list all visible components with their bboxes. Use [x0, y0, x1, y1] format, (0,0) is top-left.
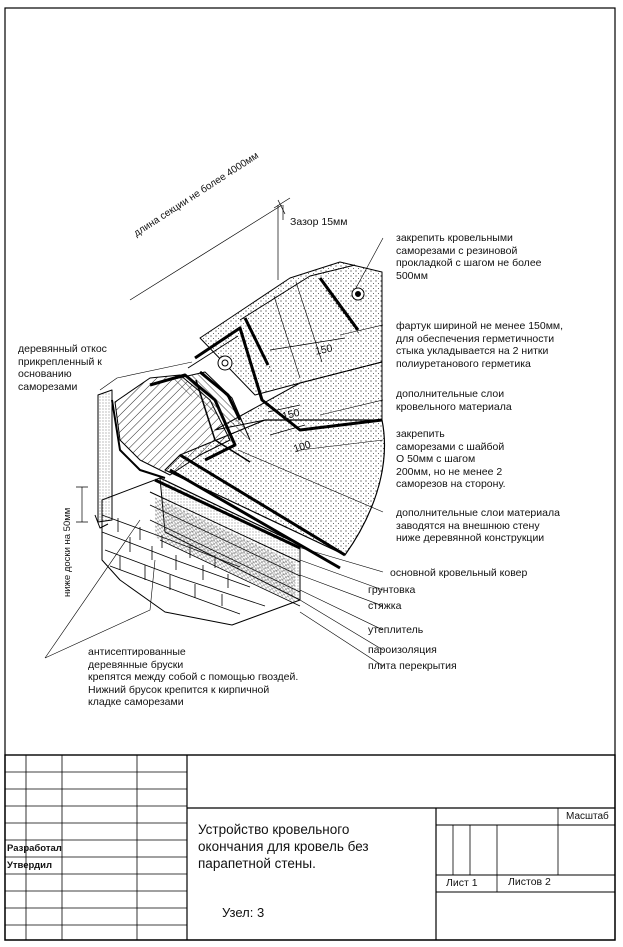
layer-label-vapor-barrier: пароизоляция [368, 644, 437, 656]
layer-label-insulation: утеплитель [368, 624, 424, 636]
wood-bars-note: антисептированные деревянные бруски креп… [88, 646, 298, 709]
wood-slope-board [94, 389, 113, 529]
note-line: О 50мм с шагом [396, 453, 476, 465]
title-line: Устройство кровельного [198, 822, 350, 837]
note-line: саморезами [18, 380, 78, 393]
extra-layers-note: дополнительные слои кровельного материал… [396, 388, 512, 413]
note-line: заводятся на внешнюю стену [396, 519, 540, 532]
scale-label: Масштаб [566, 811, 609, 822]
note-line: прикрепленный к [18, 355, 102, 368]
flashing-note: фартук шириной не менее 150мм, для обесп… [396, 320, 563, 370]
note-line: дополнительные слои [396, 388, 505, 400]
board-below-label: ниже доски на 50мм [62, 507, 73, 597]
note-line: саморезами с шайбой [396, 440, 505, 453]
sheet-count-label: Листов 2 [508, 876, 551, 888]
note-line: деревянные бруски [88, 658, 184, 671]
wooden-bars [111, 370, 251, 479]
note-line: саморезов на сторону. [396, 478, 506, 490]
fix-screws-note: закрепить кровельными саморезами с резин… [396, 232, 542, 282]
note-line: кровельного материала [396, 400, 512, 413]
note-line: прокладкой с шагом не более [396, 257, 542, 269]
note-line: 200мм, но не менее 2 [396, 465, 503, 478]
note-line: для обеспечения герметичности [396, 332, 555, 345]
dimension-lines [76, 197, 346, 523]
roof-layers [149, 477, 301, 607]
title-line: окончания для кровель без [198, 839, 369, 854]
roof-detail-drawing [44, 197, 386, 667]
note-line: деревянный откос [18, 343, 107, 355]
layer-label-slab: плита перекрытия [368, 660, 457, 672]
membrane-wrap [187, 326, 383, 463]
note-line: закрепить кровельными [396, 232, 513, 244]
note-line: ниже деревянной конструкции [396, 532, 545, 544]
note-line: крепятся между собой с помощью гвоздей. [88, 671, 299, 683]
note-line: стыка укладывается на 2 нитки [396, 345, 549, 357]
note-line: кладке саморезами [88, 696, 184, 708]
fix-washer-note: закрепить саморезами с шайбой О 50мм с ш… [396, 428, 506, 491]
layer-label-primer: грунтовка [368, 584, 416, 596]
approved-by-label: Утвердил [7, 860, 53, 871]
title-line: парапетной стены. [198, 856, 316, 871]
note-line: 500мм [396, 269, 428, 282]
wood-slope-note: деревянный откос прикрепленный к основан… [18, 343, 107, 393]
node-label: Узел: 3 [222, 905, 265, 920]
note-line: закрепить [396, 428, 445, 440]
layer-label-screed: стяжка [368, 600, 402, 612]
ridge-flashing [199, 261, 383, 396]
note-line: фартук шириной не менее 150мм, [396, 320, 564, 332]
note-line: дополнительные слои материала [396, 507, 560, 519]
leader-lines [44, 237, 384, 667]
sheet-number-label: Лист 1 [446, 877, 478, 889]
extra-layers-wall-note: дополнительные слои материала заводятся … [396, 507, 560, 545]
note-line: основанию [18, 368, 72, 380]
note-line: антисептированные [88, 646, 186, 658]
developed-by-label: Разработал [7, 843, 62, 854]
title-block [4, 754, 616, 941]
note-line: саморезами с резиновой [396, 244, 518, 257]
gap-label: Зазор 15мм [290, 216, 348, 228]
note-line: Нижний брусок крепится к кирпичной [88, 683, 270, 696]
drawing-title: Устройство кровельного окончания для кро… [198, 821, 369, 872]
note-line: полиуретанового герметика [396, 357, 531, 370]
layer-label-membrane: основной кровельный ковер [390, 567, 528, 579]
